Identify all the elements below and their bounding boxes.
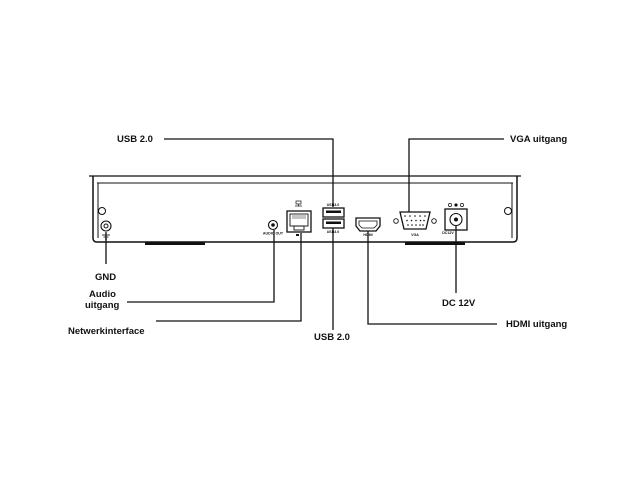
leader-network: [156, 233, 302, 322]
network-label: Netwerkinterface: [68, 326, 145, 337]
device-foot-left: [145, 242, 205, 245]
leader-audio: [127, 230, 275, 303]
dc-port-label: DC12V: [442, 231, 454, 235]
vga-port: VGA: [393, 211, 437, 237]
device-foot-right: [405, 242, 465, 245]
audio-label-line2: uitgang: [85, 300, 119, 311]
network-port: [286, 200, 312, 236]
leader-hdmi: [367, 231, 497, 325]
network-icon: [295, 200, 302, 207]
leader-vga: [408, 138, 504, 212]
vga-label: VGA uitgang: [510, 134, 567, 145]
dc-label: DC 12V: [442, 298, 476, 309]
polarity-icon: [448, 203, 464, 207]
vga-port-label: VGA: [411, 233, 419, 237]
mounting-screws: [98, 207, 512, 215]
device-chassis: [89, 175, 521, 245]
usb-bottom-label: USB 2.0: [314, 332, 350, 343]
audio-label-line1: Audio: [89, 289, 116, 300]
gnd-label: GND: [95, 272, 116, 283]
usb-top-label: USB 2.0: [117, 134, 153, 145]
callout-labels: USB 2.0 VGA uitgang GND Audio uitgang Ne…: [68, 134, 567, 343]
hdmi-label: HDMI uitgang: [506, 319, 567, 330]
usb-port-top: [322, 207, 345, 218]
leader-usb-top: [164, 138, 334, 207]
callout-leader-lines: [105, 138, 504, 330]
dc-power-port: DC12V: [442, 203, 468, 235]
